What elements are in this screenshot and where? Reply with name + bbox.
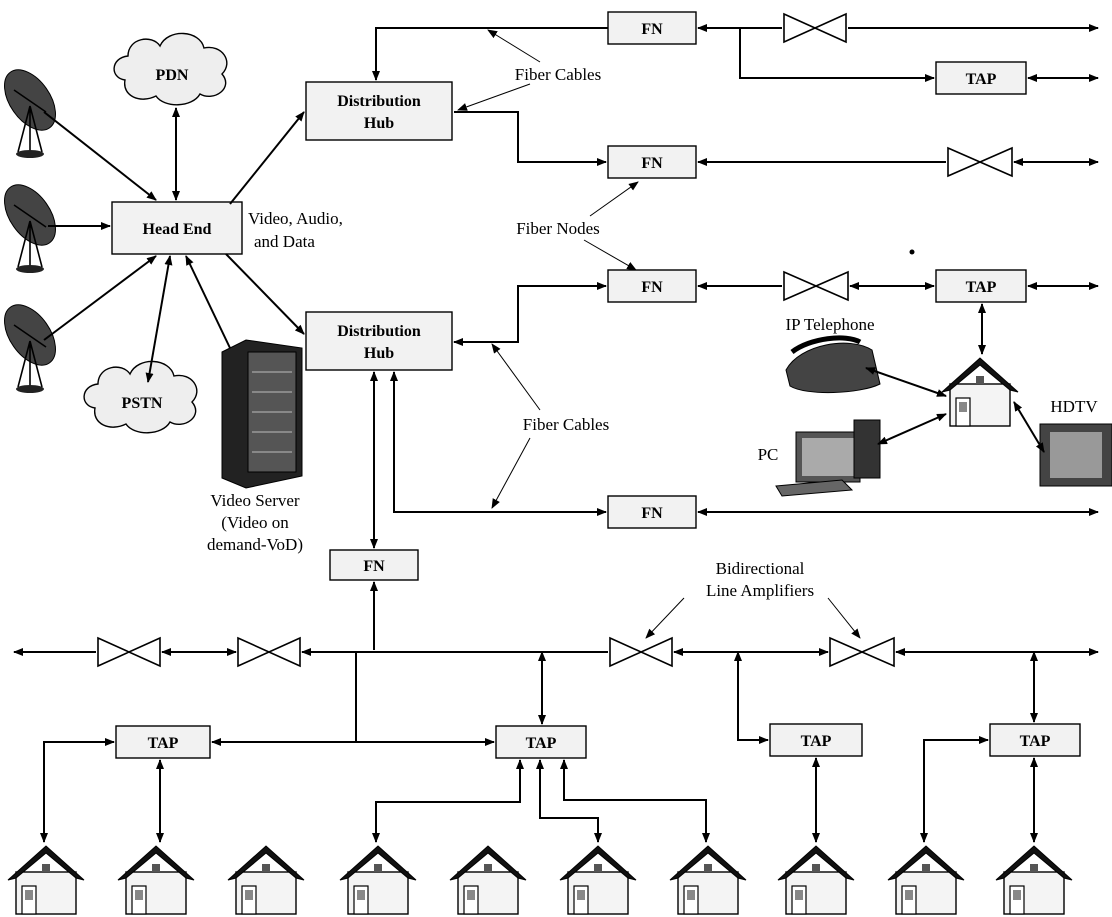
line-amplifier xyxy=(784,14,846,42)
fiber-nodes-label: Fiber Nodes xyxy=(516,219,600,238)
dot xyxy=(910,250,915,255)
head-end-box: Head End xyxy=(112,202,242,254)
video-audio-label: Video, Audio, xyxy=(248,209,343,228)
tap-box: TAP xyxy=(116,726,210,758)
fn-label: FN xyxy=(641,505,663,522)
tap-box: TAP xyxy=(770,724,862,756)
bidirectional-label: Bidirectional xyxy=(716,559,805,578)
line-amplifier xyxy=(98,638,160,666)
fn-label: FN xyxy=(363,558,385,575)
ip-telephone-label: IP Telephone xyxy=(786,315,875,334)
distribution-hub-upper: Distribution Hub xyxy=(306,82,452,140)
tap-label: TAP xyxy=(966,279,997,296)
fn-label: FN xyxy=(641,279,663,296)
house-icon xyxy=(228,846,304,914)
fn-box: FN xyxy=(608,496,696,528)
house-icon xyxy=(450,846,526,914)
satellite-dish-icon xyxy=(0,176,66,273)
distribution-hub-lower: Distribution Hub xyxy=(306,312,452,370)
fn-box: FN xyxy=(608,270,696,302)
line-amplifier xyxy=(948,148,1012,176)
bidirectional-label-2: Line Amplifiers xyxy=(706,581,814,600)
tap-box: TAP xyxy=(496,726,586,758)
video-audio-label-2: and Data xyxy=(254,232,315,251)
fiber-cables-label: Fiber Cables xyxy=(515,65,601,84)
tap-label: TAP xyxy=(148,735,179,752)
ip-telephone-icon xyxy=(786,338,880,393)
fn-box: FN xyxy=(608,146,696,178)
video-server-icon xyxy=(222,340,302,488)
hub-label: Distribution xyxy=(337,323,421,340)
fn-label: FN xyxy=(641,21,663,38)
pdn-label: PDN xyxy=(156,67,189,84)
house-icon xyxy=(340,846,416,914)
house-icon xyxy=(888,846,964,914)
video-server-label-2: (Video on xyxy=(221,513,289,532)
tap-label: TAP xyxy=(966,71,997,88)
pdn-cloud: PDN xyxy=(114,33,227,104)
house-icon xyxy=(942,358,1018,426)
hdtv-icon xyxy=(1040,424,1112,486)
satellite-dish-icon xyxy=(0,296,66,393)
head-end-label: Head End xyxy=(143,221,212,238)
house-icon xyxy=(778,846,854,914)
pc-icon xyxy=(776,420,880,496)
pstn-cloud: PSTN xyxy=(84,361,197,432)
pc-label: PC xyxy=(758,445,779,464)
fn-box: FN xyxy=(330,550,418,580)
line-amplifier xyxy=(610,638,672,666)
hub-label-2: Hub xyxy=(364,345,394,362)
tap-label: TAP xyxy=(1020,733,1051,750)
hdtv-label: HDTV xyxy=(1050,397,1098,416)
line-amplifier xyxy=(830,638,894,666)
hub-label: Distribution xyxy=(337,93,421,110)
video-server-label-3: demand-VoD) xyxy=(207,535,303,554)
tap-box: TAP xyxy=(990,724,1080,756)
house-icon xyxy=(8,846,84,914)
tap-label: TAP xyxy=(526,735,557,752)
house-icon xyxy=(996,846,1072,914)
house-icon xyxy=(118,846,194,914)
fiber-cables-label-2: Fiber Cables xyxy=(523,415,609,434)
fn-box: FN xyxy=(608,12,696,44)
line-amplifier xyxy=(784,272,848,300)
tap-label: TAP xyxy=(801,733,832,750)
line-amplifier xyxy=(238,638,300,666)
tap-box: TAP xyxy=(936,270,1026,302)
house-icon xyxy=(670,846,746,914)
tap-box: TAP xyxy=(936,62,1026,94)
satellite-dish-icon xyxy=(0,61,66,158)
house-icon xyxy=(560,846,636,914)
pstn-label: PSTN xyxy=(122,395,163,412)
video-server-label: Video Server xyxy=(210,491,299,510)
hub-label-2: Hub xyxy=(364,115,394,132)
fn-label: FN xyxy=(641,155,663,172)
